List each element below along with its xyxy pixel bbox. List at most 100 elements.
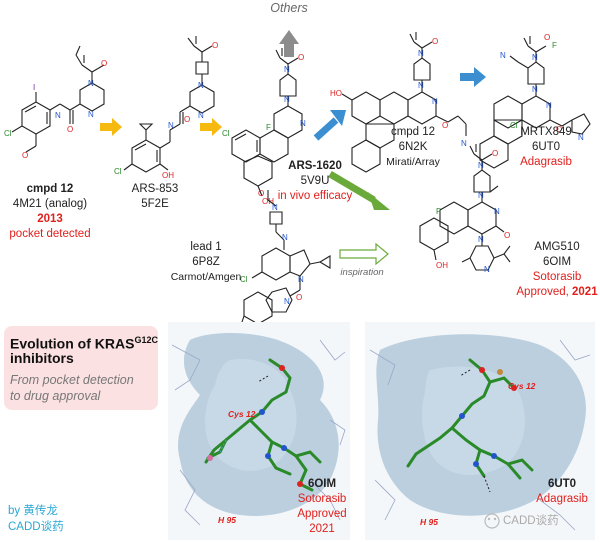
svg-text:N: N	[461, 139, 467, 148]
svg-text:O: O	[101, 59, 107, 68]
svg-text:N: N	[546, 101, 552, 110]
compound-name-cmpd12: cmpd 12	[26, 183, 74, 195]
svg-text:O: O	[544, 33, 550, 42]
svg-text:F: F	[552, 41, 557, 50]
svg-text:O: O	[504, 231, 510, 240]
panel-right-pdb: 6UT0	[547, 478, 577, 490]
arrow-yellow-1	[100, 118, 122, 136]
structure-lead1	[239, 190, 331, 329]
svg-text:N: N	[284, 297, 290, 306]
svg-text:OH: OH	[262, 197, 274, 206]
svg-text:O: O	[442, 121, 448, 130]
panel-left-pocket	[168, 322, 350, 540]
svg-text:N: N	[284, 95, 290, 104]
structure-amg510	[419, 144, 511, 271]
svg-text:I: I	[33, 83, 35, 92]
inspiration-label: inspiration	[340, 267, 384, 278]
svg-text:N: N	[418, 49, 424, 58]
panel-left-year: 2021	[309, 523, 335, 535]
subtitle-line-2: to drug approval	[10, 389, 101, 403]
svg-text:Cl: Cl	[114, 167, 122, 176]
compound-code-6n2k: 6N2K	[398, 141, 428, 153]
svg-text:N: N	[55, 111, 61, 120]
compound-code-6p8z: 6P8Z	[192, 256, 220, 268]
compound-name-mrtx849: MRTX849	[520, 126, 572, 138]
svg-text:N: N	[494, 207, 500, 216]
compound-code-5f2e: 5F2E	[141, 198, 169, 210]
svg-text:O: O	[258, 189, 264, 198]
watermark-text: CADD谈药	[503, 515, 559, 527]
compound-code-4m21: 4M21 (analog)	[12, 198, 88, 210]
compound-year-2013: 2013	[37, 213, 63, 225]
svg-text:N: N	[500, 51, 506, 60]
svg-text:O: O	[184, 115, 190, 124]
title-box: Evolution of KRASG12C inhibitors From po…	[4, 326, 158, 410]
atom-labels-cmpd12: Cl	[4, 129, 12, 138]
svg-text:N: N	[298, 275, 304, 284]
svg-text:N: N	[198, 111, 204, 120]
svg-text:N: N	[284, 65, 290, 74]
structure-cmpd12-6n2k	[341, 32, 467, 173]
svg-text:F: F	[436, 207, 441, 216]
arrow-blue-diagonal	[313, 110, 346, 141]
svg-text:O: O	[212, 41, 218, 50]
svg-text:O: O	[67, 125, 73, 134]
svg-text:N: N	[88, 79, 94, 88]
compound-name-amg510: AMG510	[534, 241, 580, 253]
svg-text:Cl: Cl	[4, 129, 12, 138]
compound-code-5v9u: 5V9U	[300, 175, 330, 187]
svg-text:N: N	[88, 110, 94, 119]
svg-text:N: N	[532, 85, 538, 94]
title-line-2: inhibitors	[10, 350, 74, 366]
compound-company-carmot: Carmot/Amgen	[170, 271, 242, 283]
svg-text:N: N	[282, 233, 288, 242]
panel-left-pdb: 6OIM	[307, 478, 337, 490]
panel-right-drug: Adagrasib	[536, 493, 588, 505]
compound-approval: Approved, 2021	[516, 286, 598, 298]
svg-text:N: N	[532, 53, 538, 62]
svg-text:O: O	[298, 53, 304, 62]
others-label: Others	[270, 1, 308, 15]
svg-text:N: N	[168, 121, 174, 130]
credit-author: by 黄传龙	[8, 505, 58, 517]
compound-company-mirati: Mirati/Array	[386, 156, 440, 168]
structure-ars853	[123, 36, 215, 173]
svg-text:F: F	[266, 123, 271, 132]
svg-text:Cl: Cl	[222, 129, 230, 138]
svg-text:HO: HO	[330, 89, 342, 98]
svg-text:O: O	[22, 151, 28, 160]
arrow-green-diagonal	[328, 170, 390, 210]
panel-left-status: Approved	[297, 508, 347, 520]
compound-code-6oim: 6OIM	[542, 256, 572, 268]
watermark-icon	[484, 513, 500, 529]
svg-text:O: O	[296, 293, 302, 302]
svg-text:N: N	[198, 81, 204, 90]
compound-name-lead1: lead 1	[190, 241, 222, 253]
svg-text:Cl: Cl	[510, 121, 518, 130]
svg-text:N: N	[478, 235, 484, 244]
residue-h95-left: H 95	[218, 515, 236, 525]
arrow-yellow-2	[200, 118, 222, 136]
residue-cys12-left: Cys 12	[228, 409, 256, 419]
svg-text:Cl: Cl	[240, 275, 248, 284]
residue-cys12-right: Cys 12	[508, 381, 536, 391]
svg-text:N: N	[478, 191, 484, 200]
title-line-1: Evolution of KRASG12C	[10, 335, 158, 352]
svg-text:O: O	[492, 149, 498, 158]
compound-name-ars853: ARS-853	[131, 183, 179, 195]
svg-text:O: O	[556, 125, 562, 134]
compound-note-in-vivo-efficacy: in vivo efficacy	[277, 190, 353, 202]
svg-text:N: N	[418, 81, 424, 90]
structure-ars1620	[231, 48, 303, 197]
compound-drug-sotorasib: Sotorasib	[532, 271, 582, 283]
svg-text:N: N	[578, 133, 584, 142]
structure-cmpd12-4m21	[11, 45, 105, 153]
svg-text:N: N	[300, 119, 306, 128]
arrow-inspiration-hollow	[339, 242, 389, 266]
residue-h95-right: H 95	[420, 517, 438, 527]
panel-left-drug: Sotorasib	[297, 493, 347, 505]
credit-org: CADD谈药	[8, 521, 64, 533]
svg-text:N: N	[272, 203, 278, 212]
